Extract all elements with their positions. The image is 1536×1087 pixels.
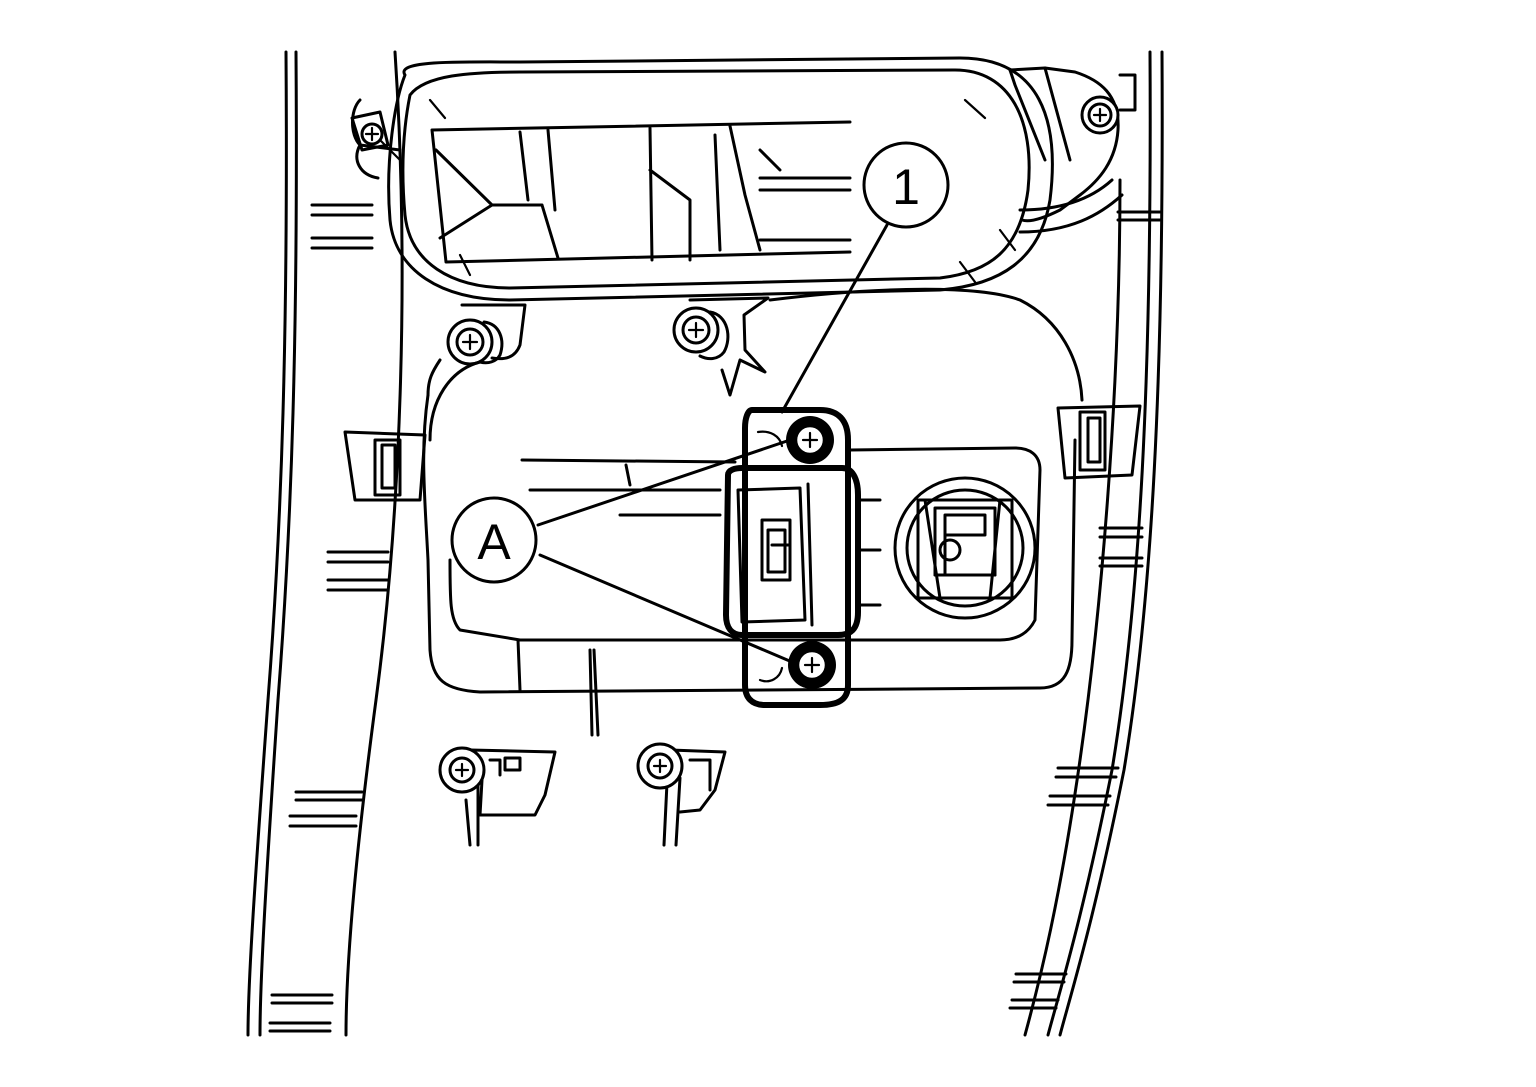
round-outlet-connector (893, 476, 1037, 620)
center-bracket-screw (672, 296, 770, 397)
console-left-side-panel (246, 50, 404, 1037)
upper-right-mount-screw (1080, 95, 1120, 135)
upper-left-mount-screw (350, 110, 390, 152)
right-clip (1056, 404, 1142, 480)
lower-left-screw-clip (438, 746, 557, 847)
module-upper-bolt (786, 416, 834, 464)
upper-bin-assembly (351, 56, 1137, 302)
lower-center-screw-clip (636, 742, 727, 847)
callout-1-leader (780, 223, 889, 414)
left-bracket-screw (426, 303, 527, 397)
module-lower-bolt (788, 641, 836, 689)
callout-a-leaders (536, 438, 794, 664)
control-module (723, 407, 882, 708)
console-right-side-panel (1008, 50, 1164, 1037)
callout-1: 1 (862, 141, 950, 229)
callout-1-label: 1 (892, 159, 920, 215)
callout-a-label: A (477, 514, 511, 570)
left-clip (343, 430, 427, 502)
callout-a: A (450, 496, 538, 584)
